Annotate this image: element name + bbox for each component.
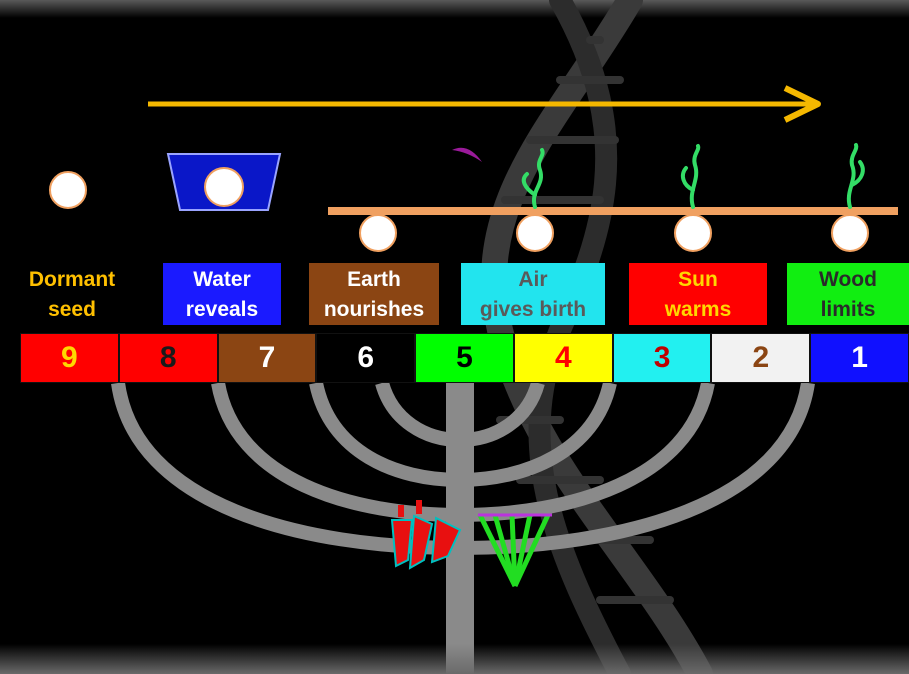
- orange-shelf: [328, 207, 898, 215]
- number-cell: 4: [514, 333, 613, 383]
- number-cell: 7: [218, 333, 317, 383]
- label-sun-warms: Sun warms: [629, 263, 767, 325]
- magenta-sliver: [452, 148, 482, 162]
- label-earth-nourishes: Earth nourishes: [309, 263, 439, 325]
- number-cell: 3: [613, 333, 712, 383]
- number-cell: 2: [711, 333, 810, 383]
- label-water-reveals: Water reveals: [163, 263, 281, 325]
- label-wood-limits: Wood limits: [787, 263, 909, 325]
- number-cell: 5: [415, 333, 514, 383]
- number-cell: 8: [119, 333, 218, 383]
- number-cell: 1: [810, 333, 909, 383]
- number-strip: 9 8 7 6 5 4 3 2 1: [20, 333, 909, 383]
- number-cell: 6: [316, 333, 415, 383]
- number-cell: 9: [20, 333, 119, 383]
- label-air-gives-birth: Air gives birth: [461, 263, 605, 325]
- label-dormant-seed: Dormant seed: [12, 263, 132, 325]
- direction-arrow: [148, 88, 818, 120]
- sprout-icons: [524, 145, 863, 207]
